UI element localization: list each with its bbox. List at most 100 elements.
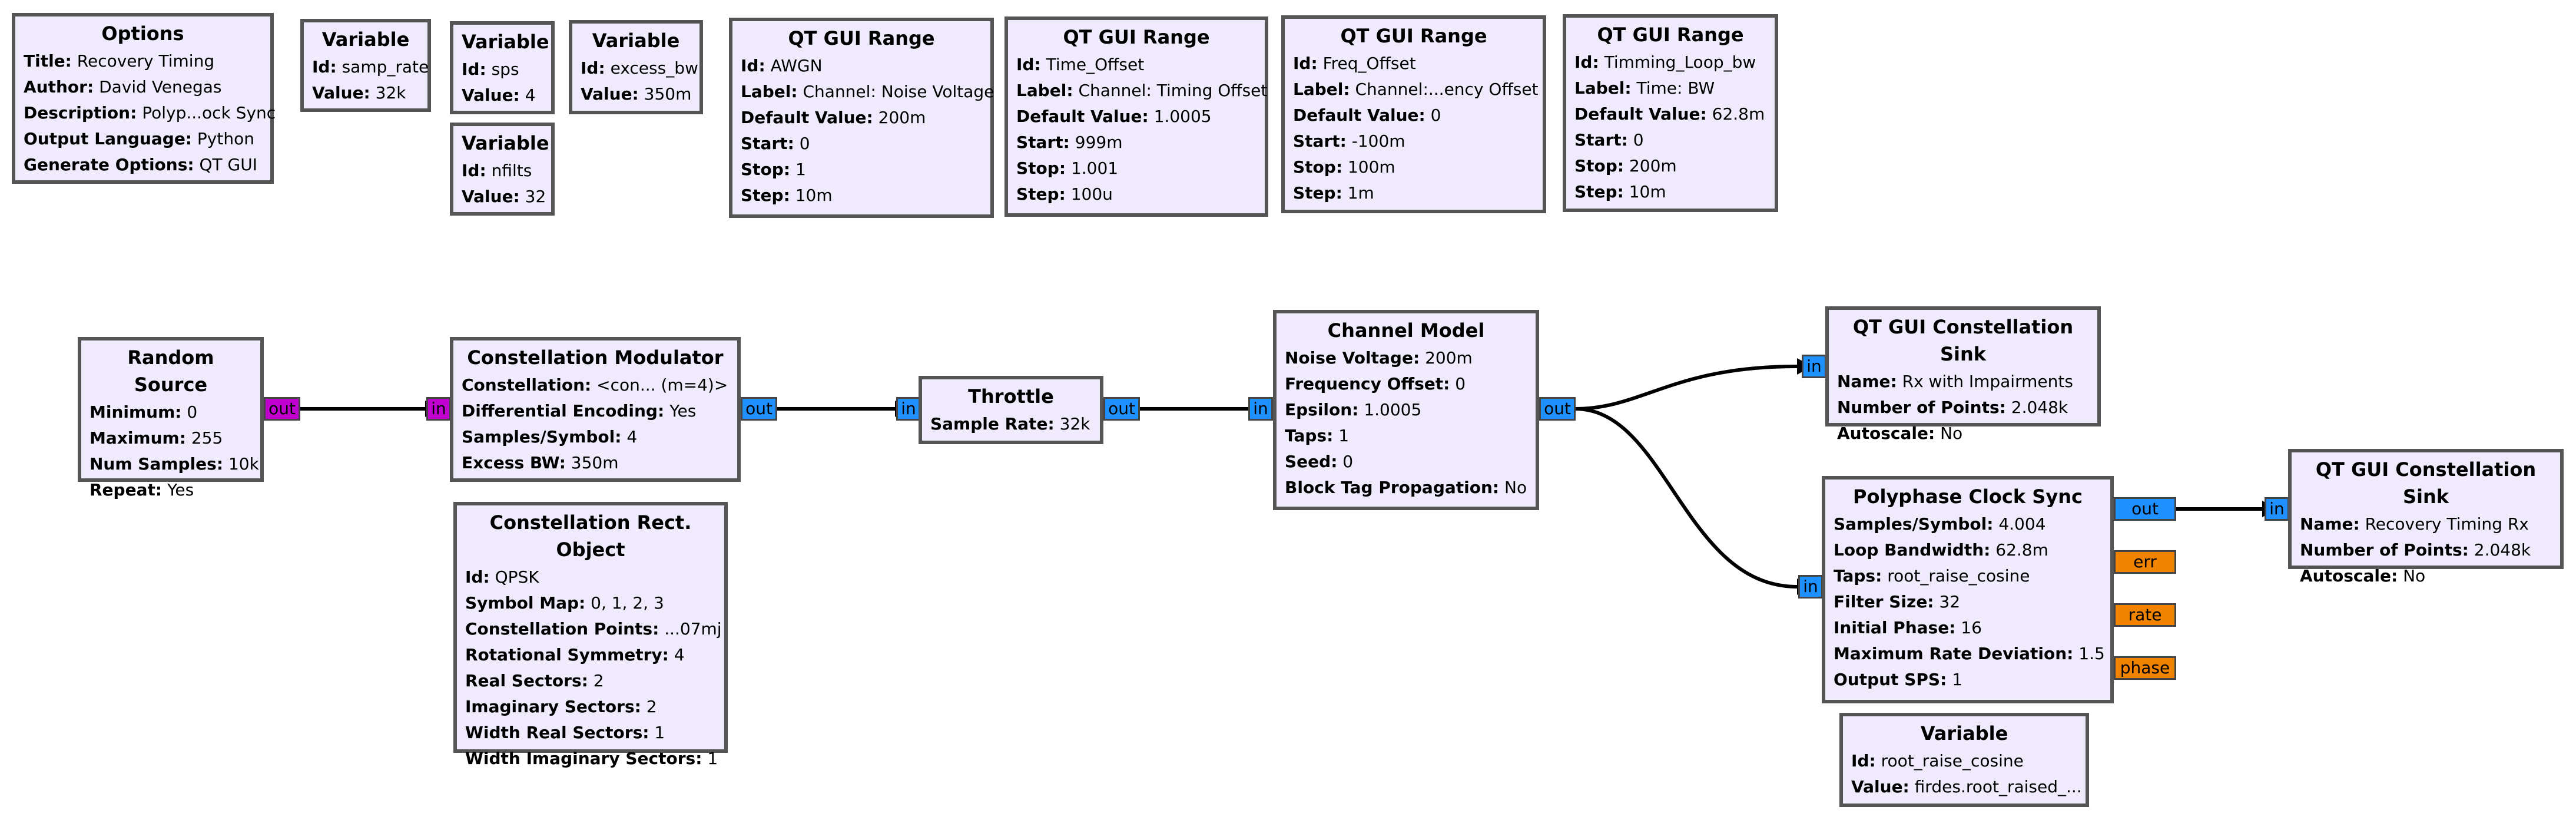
block-param-row: Filter Size: 32 [1834,592,1961,611]
block-param-row: Default Value: 1.0005 [1016,107,1212,126]
block-param-row: Epsilon: 1.0005 [1285,400,1422,419]
block-param-row: Step: 10m [741,186,833,205]
block-title: Variable [462,31,549,53]
block-param-row: Minimum: 0 [89,402,198,422]
block-param-row: Value: 350m [581,84,692,104]
variable-sps-block[interactable]: Variable Id: sps Value: 4 [450,21,555,114]
block-title: Variable [1920,722,2008,745]
throttle-out-port[interactable]: out [1103,397,1140,421]
block-param-row: Differential Encoding: Yes [462,401,697,421]
qt-gui-range-time-offset-block[interactable]: QT GUI Range Id: Time_Offset Label: Chan… [1004,16,1268,217]
random-source-block[interactable]: Random Source Minimum: 0 Maximum: 255 Nu… [78,337,264,500]
block-param-row: Default Value: 62.8m [1574,104,1765,124]
block-param-row: Taps: root_raise_cosine [1834,566,2030,586]
block-param-row: Id: excess_bw [581,58,698,78]
block-param-row: Value: firdes.root_raised_... [1851,777,2082,796]
block-param-row: Generate Options: QT GUI [24,155,257,174]
block-param-row: Autoscale: No [2300,566,2426,586]
constellation-rect-object-block[interactable]: Constellation Rect. Object Id: QPSK Symb… [453,502,728,768]
constellation-sink-recovery-block[interactable]: QT GUI Constellation Sink Name: Recovery… [2288,449,2564,586]
polyphase-clock-sync-out-port[interactable]: out [2114,497,2176,521]
throttle-in-port[interactable]: in [896,397,921,421]
block-title: QT GUI Range [1063,26,1210,48]
block-param-row: Repeat: Yes [89,480,194,500]
options-block[interactable]: Options Title: Recovery Timing Author: D… [12,13,276,184]
block-param-row: Output SPS: 1 [1834,670,1963,689]
block-param-row: Start: 0 [741,134,810,153]
block-param-row: Value: 32 [462,187,546,206]
block-param-row: Symbol Map: 0, 1, 2, 3 [465,593,664,613]
channel-model-in-port[interactable]: in [1248,397,1273,421]
polyphase-clock-sync-rate-port[interactable]: rate [2114,603,2176,627]
block-param-row: Id: AWGN [741,56,823,75]
constellation-modulator-out-port[interactable]: out [741,397,777,421]
block-param-row: Stop: 1.001 [1016,158,1119,178]
block-param-row: Num Samples: 10k [89,454,259,474]
block-title: Variable [592,29,680,52]
block-param-row: Rotational Symmetry: 4 [465,645,685,664]
block-param-row: Id: sps [462,59,519,79]
qt-gui-range-freq-offset-block[interactable]: QT GUI Range Id: Freq_Offset Label: Chan… [1281,15,1546,213]
block-param-row: Author: David Venegas [24,77,222,97]
block-param-row: Id: Timming_Loop_bw [1574,52,1756,72]
block-param-row: Id: nfilts [462,161,532,180]
block-param-row: Id: Freq_Offset [1293,54,1416,73]
wire-channel-to-rx-sink [1574,365,1798,411]
constellation-modulator-block[interactable]: Constellation Modulator Constellation: <… [450,337,741,482]
polyphase-clock-sync-block[interactable]: Polyphase Clock Sync Samples/Symbol: 4.0… [1822,476,2114,703]
block-param-row: Id: samp_rate [312,57,429,77]
block-param-row: Id: Time_Offset [1016,55,1145,74]
qt-gui-range-timing-loop-bw-block[interactable]: QT GUI Range Id: Timming_Loop_bw Label: … [1563,14,1778,212]
wire-channel-to-pfb [1574,407,1798,588]
variable-nfilts-block[interactable]: Variable Id: nfilts Value: 32 [450,123,555,216]
constellation-sink-rx-block[interactable]: QT GUI Constellation Sink Name: Rx with … [1825,306,2101,443]
polyphase-clock-sync-in-port[interactable]: in [1798,575,1823,599]
block-title: Options [101,22,184,45]
block-param-row: Name: Recovery Timing Rx [2300,514,2529,534]
constellation-sink-recovery-in-port[interactable]: in [2265,497,2289,521]
block-title: QT GUI Range [1597,24,1744,46]
constellation-sink-rx-in-port[interactable]: in [1802,355,1826,378]
channel-model-block[interactable]: Channel Model Noise Voltage: 200m Freque… [1273,310,1539,510]
block-param-row: Label: Time: BW [1574,78,1715,98]
block-param-row: Default Value: 200m [741,108,926,127]
block-param-row: Samples/Symbol: 4 [462,427,638,447]
block-param-row: Value: 32k [312,83,406,102]
random-source-out-port[interactable]: out [264,397,300,421]
block-param-row: Label: Channel: Timing Offset [1016,81,1268,100]
block-param-row: Width Imaginary Sectors: 1 [465,749,718,768]
block-param-row: Number of Points: 2.048k [2300,540,2531,560]
block-title: Polyphase Clock Sync [1853,485,2083,508]
channel-model-out-port[interactable]: out [1539,397,1576,421]
constellation-modulator-in-port[interactable]: in [426,397,451,421]
block-param-row: Constellation Points: ...07mj [465,619,722,639]
block-param-row: Description: Polyp...ock Sync [24,103,276,123]
block-param-row: Block Tag Propagation: No [1285,478,1527,497]
variable-root-raise-cosine-block[interactable]: Variable Id: root_raise_cosine Value: fi… [1839,713,2089,807]
block-param-row: Noise Voltage: 200m [1285,348,1473,368]
block-param-row: Seed: 0 [1285,452,1354,471]
block-param-row: Maximum: 255 [89,428,223,448]
block-title: Throttle [968,385,1054,408]
polyphase-clock-sync-err-port[interactable]: err [2114,550,2176,574]
qt-gui-range-awgn-block[interactable]: QT GUI Range Id: AWGN Label: Channel: No… [729,18,994,218]
block-param-row: Real Sectors: 2 [465,671,604,690]
block-param-row: Start: -100m [1293,131,1405,151]
variable-samp-rate-block[interactable]: Variable Id: samp_rate Value: 32k [300,19,431,112]
block-title: Variable [321,28,410,51]
block-title: Channel Model [1327,319,1485,342]
block-param-row: Constellation: <con... (m=4)> [462,375,728,395]
block-param-row: Id: root_raise_cosine [1851,751,2024,771]
block-param-row: Taps: 1 [1285,426,1350,445]
block-param-row: Title: Recovery Timing [24,51,215,71]
block-param-row: Step: 10m [1574,182,1666,201]
polyphase-clock-sync-phase-port[interactable]: phase [2114,656,2176,680]
block-param-row: Name: Rx with Impairments [1837,372,2073,391]
block-title: QT GUI Constellation Sink [1852,316,2074,365]
throttle-block[interactable]: Throttle Sample Rate: 32k [919,376,1103,444]
block-param-row: Step: 100u [1016,184,1113,204]
block-param-row: Id: QPSK [465,567,539,587]
block-title: Constellation Modulator [467,346,724,369]
block-param-row: Stop: 1 [741,160,806,179]
variable-excess-bw-block[interactable]: Variable Id: excess_bw Value: 350m [569,20,703,114]
